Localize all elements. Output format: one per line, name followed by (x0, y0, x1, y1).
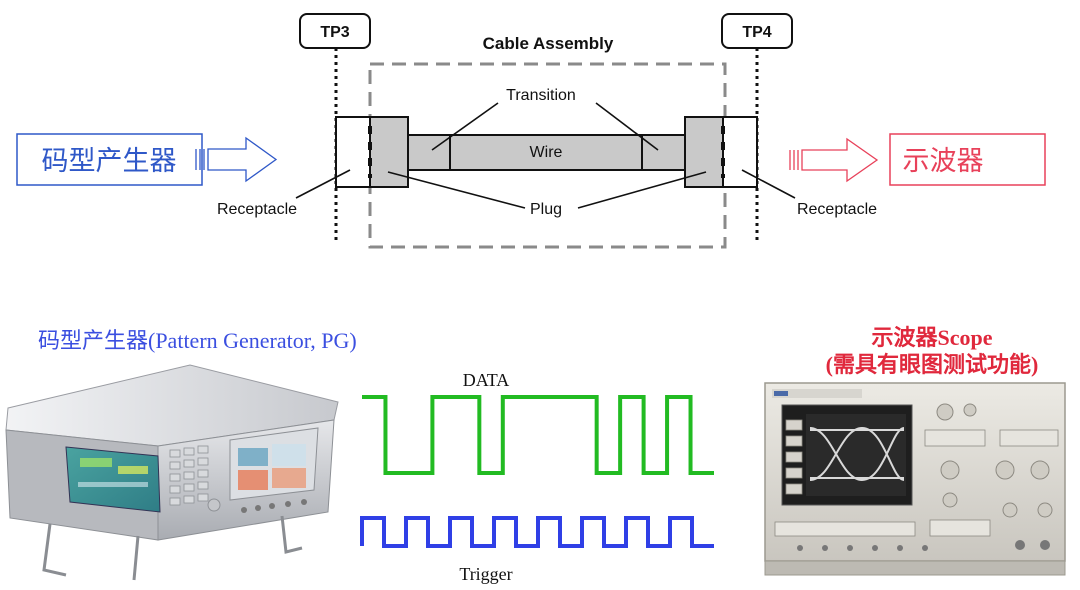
pattern-generator-caption: 码型产生器(Pattern Generator, PG) (38, 328, 357, 353)
cable-assembly-diagram: Cable Assembly TP3 TP4 Wire Transition P… (16, 13, 1046, 249)
trigger-waveform (360, 516, 714, 548)
tp3-label: TP3 (320, 24, 349, 41)
plug-label: Plug (530, 201, 562, 218)
wire (407, 134, 686, 171)
wire-label: Wire (530, 144, 563, 161)
pattern-generator-box (16, 133, 203, 186)
tp4-label: TP4 (742, 24, 771, 41)
trigger-wave-label: Trigger (459, 564, 512, 584)
transition-label: Transition (506, 87, 576, 104)
scope-caption-line1: 示波器Scope (871, 325, 992, 350)
data-waveform (362, 395, 714, 475)
source-arrow-icon (195, 136, 278, 183)
oscilloscope-box (889, 133, 1046, 186)
receptacle-left-label: Receptacle (217, 201, 297, 218)
sink-arrow-icon (789, 137, 879, 183)
pattern-generator-box-label: 码型产生器 (42, 146, 177, 176)
data-wave-label: DATA (463, 370, 510, 390)
scope-caption-line2: (需具有眼图测试功能) (826, 352, 1039, 377)
oscilloscope-image (764, 382, 1066, 576)
cable-assembly-title: Cable Assembly (483, 34, 614, 53)
oscilloscope-box-label: 示波器 (903, 146, 984, 176)
receptacle-right-label: Receptacle (797, 201, 877, 218)
pattern-generator-image (5, 364, 339, 581)
